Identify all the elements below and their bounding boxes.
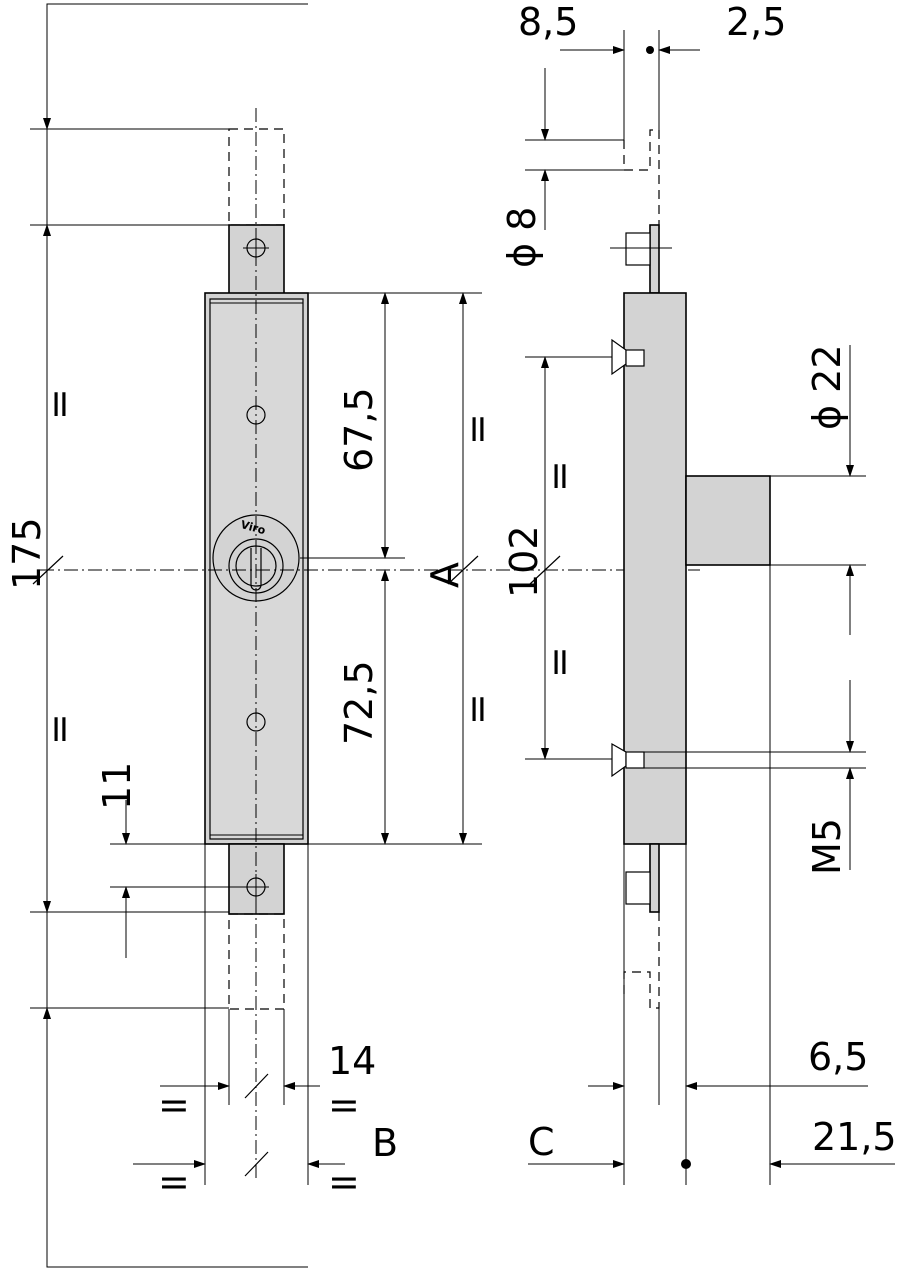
eq-b-left: = (158, 1160, 190, 1204)
dim-B: B (372, 1121, 398, 1165)
side-top-rod-hidden (623, 129, 660, 230)
dim-M5: M5 (805, 818, 849, 875)
dim-72-5: 72,5 (337, 660, 381, 745)
dim-6-5: 6,5 (808, 1035, 868, 1079)
dim-102: 102 (502, 525, 546, 598)
side-bolt (685, 475, 771, 566)
eq-102-top: = (537, 460, 581, 492)
dim-phi-22: ϕ 22 (805, 345, 849, 431)
dim-8-5: 8,5 (518, 0, 578, 44)
dim-21-5: 21,5 (812, 1115, 897, 1159)
eq-14-right: = (328, 1083, 360, 1127)
eq-bottom-left: = (37, 713, 81, 745)
overall-frame-line (46, 3, 308, 1268)
dim-C: C (528, 1120, 555, 1164)
dim-14: 14 (328, 1039, 376, 1083)
brand-logo: Viro (239, 518, 267, 537)
dim-11: 11 (95, 762, 139, 810)
side-view: 8,5 2,5 ϕ 8 102 = = ϕ 22 M5 6,5 (500, 0, 897, 1185)
dim-A: A (423, 562, 467, 588)
eq-a-top: = (455, 413, 499, 445)
eq-102-bottom: = (537, 646, 581, 678)
side-bottom-rod-hidden (623, 912, 660, 1009)
front-view: Viro 175 = = 67,5 72,5 = (5, 3, 700, 1268)
dim-67-5: 67,5 (337, 387, 381, 472)
dim-phi-8: ϕ 8 (500, 207, 544, 268)
dim-2-5: 2,5 (726, 0, 786, 44)
eq-top-left: = (37, 388, 81, 420)
eq-b-right: = (328, 1160, 360, 1204)
eq-14-left: = (158, 1083, 190, 1127)
eq-a-bottom: = (455, 693, 499, 725)
dim-175: 175 (5, 517, 49, 590)
